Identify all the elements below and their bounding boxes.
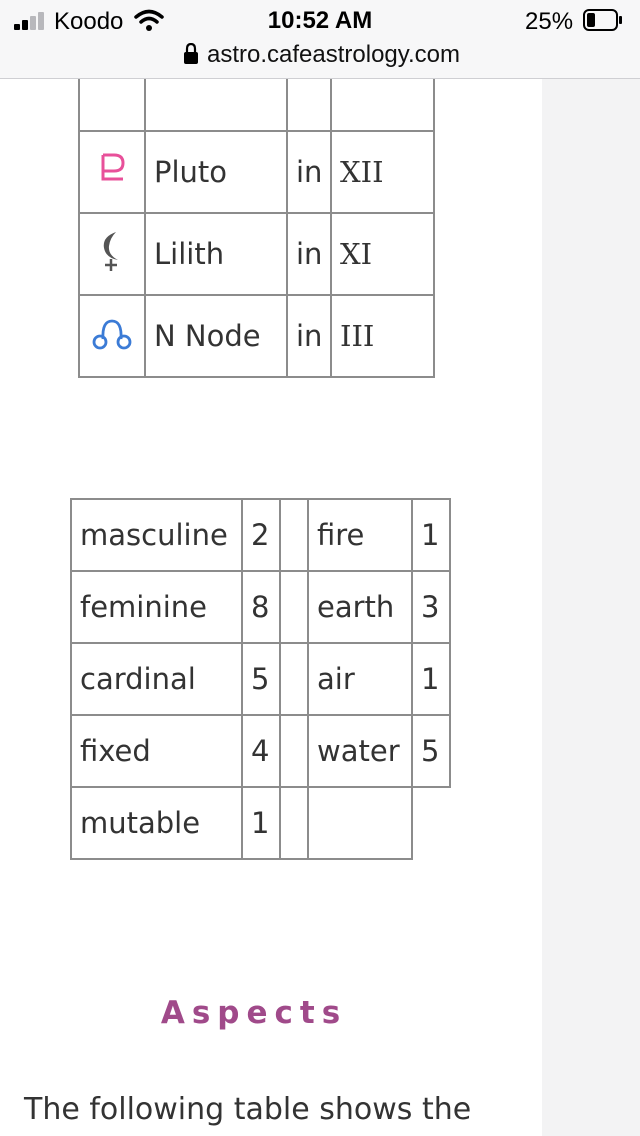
planet-name: Lilith: [144, 212, 288, 296]
carrier-name: Koodo: [54, 8, 124, 35]
address-bar[interactable]: astro.cafeastrology.com: [0, 40, 640, 70]
in-label: in: [286, 130, 332, 214]
in-label: in: [286, 294, 332, 378]
status-bar: Koodo 10:52 AM 25%: [0, 0, 640, 40]
house-number: III: [330, 294, 435, 378]
quality-label: cardinal: [70, 642, 243, 716]
table-row: Pluto in XII: [78, 130, 435, 214]
spacer-cell: [279, 570, 309, 644]
spacer-cell: [279, 642, 309, 716]
quality-count: 2: [241, 498, 281, 572]
qualities-elements-table: masculine 2 fire 1 feminine 8 earth 3 ca…: [70, 498, 451, 860]
quality-count: 8: [241, 570, 281, 644]
element-label: [307, 786, 413, 860]
quality-count: 5: [241, 642, 281, 716]
intro-paragraph: The following table shows the: [24, 1092, 472, 1127]
cellular-signal-icon: [14, 10, 48, 30]
element-label: air: [307, 642, 413, 716]
planet-house-table: Pluto in XII Lilith in XI N Node in III: [78, 48, 435, 378]
element-count: 5: [411, 714, 451, 788]
spacer-cell: [279, 498, 309, 572]
element-count: 1: [411, 642, 451, 716]
table-row: Lilith in XI: [78, 212, 435, 296]
table-row: masculine 2 fire 1: [70, 498, 451, 572]
table-row: N Node in III: [78, 294, 435, 378]
table-row: mutable 1: [70, 786, 450, 860]
element-count: 1: [411, 498, 451, 572]
wifi-icon: [134, 9, 164, 31]
element-count: 3: [411, 570, 451, 644]
element-label: earth: [307, 570, 413, 644]
house-number: XII: [330, 130, 435, 214]
section-heading-aspects: Aspects: [160, 995, 348, 1031]
quality-count: 1: [241, 786, 281, 860]
north-node-icon: [92, 319, 132, 349]
planet-name: Pluto: [144, 130, 288, 214]
pluto-icon: [101, 153, 125, 180]
element-label: fire: [307, 498, 413, 572]
house-number: XI: [330, 212, 435, 296]
lilith-icon: [103, 231, 118, 271]
spacer-cell: [279, 714, 309, 788]
quality-label: feminine: [70, 570, 243, 644]
table-row: fixed 4 water 5: [70, 714, 451, 788]
quality-label: mutable: [70, 786, 243, 860]
page-side-margin: [542, 78, 640, 1136]
element-label: water: [307, 714, 413, 788]
planet-name: N Node: [144, 294, 288, 378]
battery-percentage: 25%: [525, 8, 574, 35]
quality-label: masculine: [70, 498, 243, 572]
clock: 10:52 AM: [267, 7, 373, 34]
lock-icon: [184, 43, 198, 64]
quality-count: 4: [241, 714, 281, 788]
table-row: feminine 8 earth 3: [70, 570, 451, 644]
url-text: astro.cafeastrology.com: [207, 41, 460, 68]
spacer-cell: [279, 786, 309, 860]
table-row: cardinal 5 air 1: [70, 642, 451, 716]
quality-label: fixed: [70, 714, 243, 788]
battery-icon: [583, 9, 622, 31]
browser-top-bar: Koodo 10:52 AM 25% astro.cafeastrology.c…: [0, 0, 640, 79]
element-count: [412, 787, 450, 859]
in-label: in: [286, 212, 332, 296]
